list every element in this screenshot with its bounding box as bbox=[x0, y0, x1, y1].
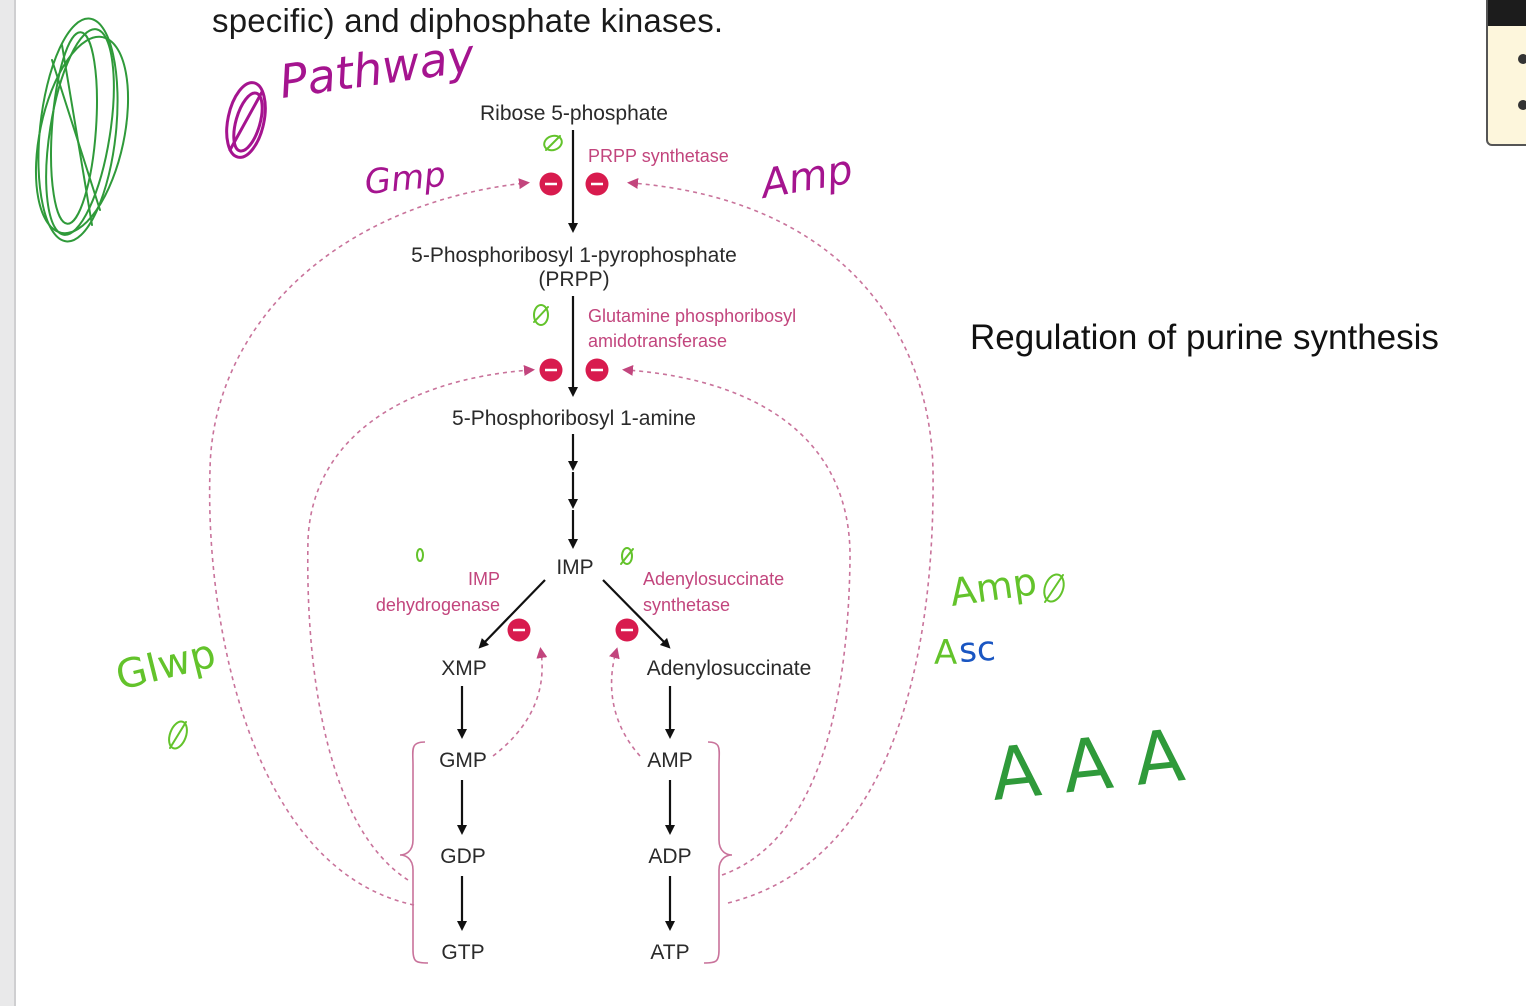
feedback-gdp-to-prpp-synthetase bbox=[208, 178, 530, 906]
node-adp: ADP bbox=[648, 845, 691, 868]
inhibitors bbox=[507, 172, 639, 642]
node-amp: AMP bbox=[647, 749, 693, 772]
corner-bullet bbox=[1518, 54, 1526, 64]
annotation-asc-a: A bbox=[934, 633, 957, 673]
corner-table-fragment bbox=[1486, 0, 1526, 146]
slide-top-text: specific) and diphosphate kinases. bbox=[212, 2, 724, 39]
annotation-amp-top: Amp bbox=[755, 147, 856, 209]
lime-zero-marks bbox=[168, 134, 634, 750]
left-rail bbox=[0, 0, 16, 1006]
inhibitor-imp-dehydrogenase bbox=[507, 618, 531, 642]
feedback-amp-to-amidotransferase bbox=[622, 364, 851, 876]
feedback-amp-to-adenylo-synthetase bbox=[609, 647, 641, 757]
inhibitor-amidotransferase-left bbox=[539, 358, 563, 382]
node-ribose-5-phosphate: Ribose 5-phosphate bbox=[480, 102, 668, 125]
enzyme-labels: PRPP synthetase Glutamine phosphoribosyl… bbox=[376, 146, 796, 615]
node-gmp: GMP bbox=[439, 749, 487, 772]
nucleotide-brackets bbox=[399, 741, 733, 964]
inhibitor-amidotransferase-right bbox=[585, 358, 609, 382]
annotation-pathway: Pathway bbox=[276, 28, 479, 109]
arrow-imp-to-xmp bbox=[478, 579, 546, 649]
enzyme-prpp-synthetase: PRPP synthetase bbox=[588, 146, 729, 166]
enzyme-glutamine-line1: Glutamine phosphoribosyl bbox=[588, 306, 796, 326]
inhibitor-prpp-synthetase-right bbox=[585, 172, 609, 196]
enzyme-imp-dh-line2: dehydrogenase bbox=[376, 595, 500, 615]
pathway-arrows bbox=[457, 130, 675, 931]
node-prpp-line2: (PRPP) bbox=[538, 268, 609, 291]
feedback-gmp-to-amidotransferase bbox=[306, 364, 535, 881]
feedback-gmp-to-imp-dehydrogenase bbox=[492, 647, 548, 757]
node-imp: IMP bbox=[556, 556, 593, 579]
annotation-aaa: A A A bbox=[987, 713, 1188, 817]
magenta-zero-mark bbox=[225, 81, 267, 159]
lime-zero-amp bbox=[1043, 573, 1065, 603]
node-atp: ATP bbox=[650, 941, 689, 964]
enzyme-adenylo-line1: Adenylosuccinate bbox=[643, 569, 784, 589]
node-phosphoribosyl-amine: 5-Phosphoribosyl 1-amine bbox=[452, 407, 696, 430]
node-adenylosuccinate: Adenylosuccinate bbox=[647, 657, 812, 680]
arrow-imp-to-adenylosuccinate bbox=[602, 579, 671, 649]
corner-bullet bbox=[1518, 100, 1526, 110]
inhibitor-adenylosuccinate-synthetase bbox=[615, 618, 639, 642]
feedback-lines bbox=[208, 178, 934, 906]
node-labels: Ribose 5-phosphate 5-Phosphoribosyl 1-py… bbox=[411, 102, 811, 964]
bracket-adenine-group bbox=[703, 741, 733, 964]
annotation-asc: sc bbox=[958, 629, 997, 671]
node-gtp: GTP bbox=[441, 941, 484, 964]
annotation-amp-right: Amp bbox=[947, 559, 1039, 615]
enzyme-glutamine-line2: amidotransferase bbox=[588, 331, 727, 351]
bracket-guanine-group bbox=[399, 741, 429, 964]
annotation-gimp: GIwp bbox=[111, 631, 220, 700]
inhibitor-prpp-synthetase-left bbox=[539, 172, 563, 196]
node-gdp: GDP bbox=[440, 845, 486, 868]
node-prpp-line1: 5-Phosphoribosyl 1-pyrophosphate bbox=[411, 244, 737, 267]
feedback-adp-to-prpp-synthetase bbox=[627, 178, 934, 904]
green-scribble-zero bbox=[34, 17, 130, 243]
node-xmp: XMP bbox=[441, 657, 487, 680]
annotation-gmp: Gmp bbox=[363, 155, 448, 203]
slide-side-title: Regulation of purine synthesis bbox=[970, 318, 1439, 357]
corner-table-header bbox=[1488, 0, 1526, 26]
enzyme-adenylo-line2: synthetase bbox=[643, 595, 730, 615]
enzyme-imp-dh-line1: IMP bbox=[468, 569, 500, 589]
